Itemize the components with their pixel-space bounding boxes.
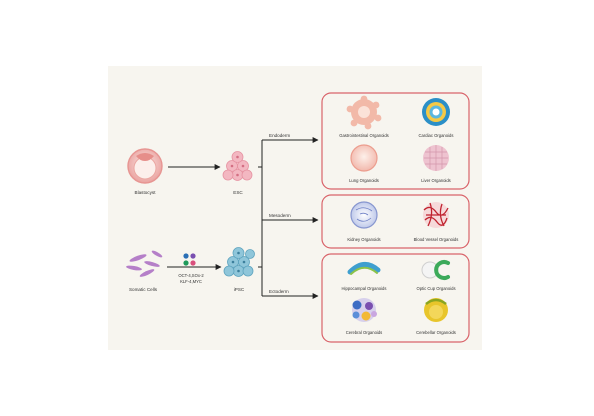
cerebral-organoid-icon <box>352 298 377 322</box>
liver-organoid-icon <box>423 145 449 171</box>
gastrointestinal-label: Gastrointestinal Organoids <box>339 133 389 138</box>
factors-line1: OCT-4,SOx-2 <box>178 273 204 278</box>
mesoderm-box <box>321 194 470 249</box>
endoderm-box <box>321 92 470 190</box>
branch-connectors <box>258 137 319 299</box>
mesoderm-label: Mesoderm <box>269 213 291 218</box>
cerebral-label: Cerebral Organoids <box>346 330 383 335</box>
hippocampal-organoid-icon <box>347 262 381 275</box>
lung-organoid-icon <box>350 144 378 172</box>
cerebellar-label: Cerebellar Organoids <box>416 330 456 335</box>
figure-panel <box>108 66 482 350</box>
cardiac-label: Cardiac Organoids <box>419 133 454 138</box>
ectoderm-box <box>321 253 470 343</box>
blastocyst-label: Blastocyst <box>135 190 157 195</box>
ipsc-cluster-icon <box>223 247 255 277</box>
hippocampal-label: Hippocampal Organoids <box>342 286 387 291</box>
kidney-organoid-icon <box>350 201 378 229</box>
blood-vessel-label: Blood Vessel Organoids <box>414 237 459 242</box>
esc-cluster-icon <box>222 151 253 181</box>
cerebellar-organoid-icon <box>424 298 448 322</box>
liver-label: Liver Organoids <box>421 178 451 183</box>
lung-label: Lung Organoids <box>349 178 379 183</box>
factors-line2: KLF-4,MYC <box>180 279 202 284</box>
esc-label: ESC <box>233 190 243 195</box>
reprogramming-factors-icon <box>183 253 196 266</box>
somatic-cells-label: Somatic Cells <box>129 287 158 292</box>
optic-cup-organoid-icon <box>421 260 450 280</box>
kidney-label: Kidney Organoids <box>347 237 380 242</box>
optic-cup-label: Optic Cup Organoids <box>416 286 455 291</box>
somatic-cells-icon <box>126 250 163 277</box>
blood-vessel-organoid-icon <box>423 202 449 228</box>
ipsc-label: iPSC <box>234 287 245 292</box>
gastrointestinal-organoid-icon <box>346 95 382 130</box>
cardiac-organoid-icon <box>422 98 450 126</box>
endoderm-label: Endoderm <box>269 133 290 138</box>
blastocyst-icon <box>127 148 163 184</box>
ectoderm-label: Ectoderm <box>269 289 289 294</box>
